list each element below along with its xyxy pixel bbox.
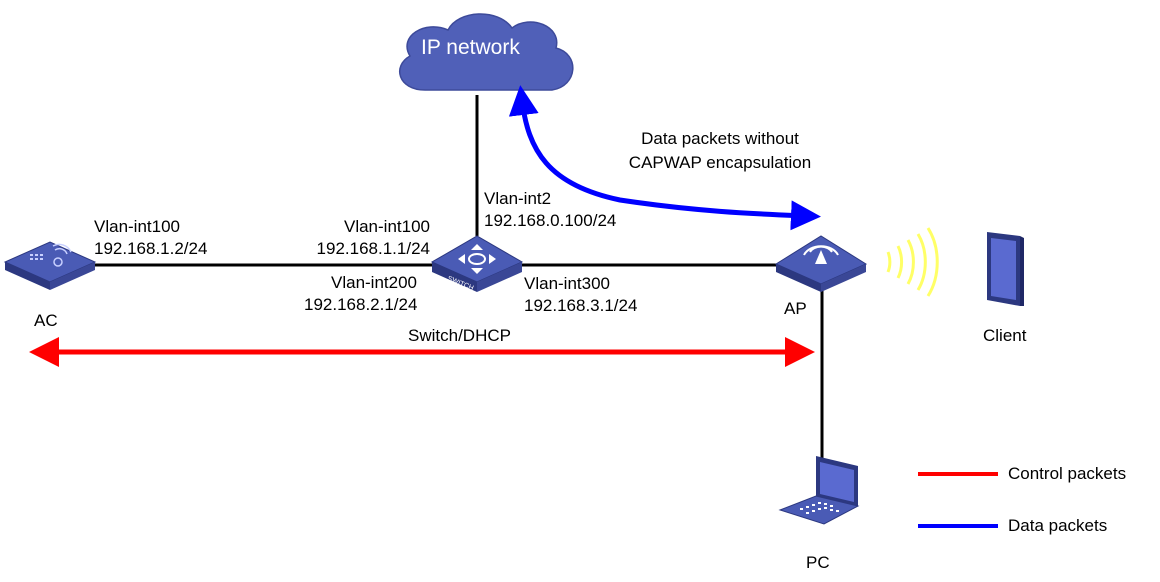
ap-label: AP: [784, 299, 807, 318]
cloud-label: IP network: [421, 36, 520, 59]
access-point-icon: [774, 235, 868, 292]
pc-label: PC: [806, 553, 830, 572]
ac-label: AC: [34, 311, 58, 330]
laptop-icon: [778, 456, 860, 525]
switch-vlan200-name: Vlan-int200: [331, 273, 418, 292]
data-packets-arrow: [508, 85, 821, 231]
annotation-line1: Data packets without: [641, 129, 799, 148]
ac-interface-ip: 192.168.1.2/24: [94, 239, 208, 258]
wireless-signal-icon: [886, 227, 939, 297]
wireless-controller-icon: [3, 241, 97, 290]
switch-vlan2-name: Vlan-int2: [484, 189, 552, 208]
mobile-client-icon: [987, 232, 1024, 306]
client-label: Client: [983, 326, 1027, 345]
legend-data-label: Data packets: [1008, 516, 1108, 535]
legend-control-label: Control packets: [1008, 464, 1127, 483]
annotation-line2: CAPWAP encapsulation: [628, 153, 812, 172]
l3-switch-icon: SWITCH: [430, 235, 524, 292]
switch-vlan300-ip: 192.168.3.1/24: [524, 296, 638, 315]
ac-interface-name: Vlan-int100: [94, 217, 181, 236]
switch-vlan200-ip: 192.168.2.1/24: [304, 295, 418, 314]
ip-network-cloud: [399, 13, 574, 91]
switch-vlan100-name: Vlan-int100: [343, 217, 430, 236]
switch-vlan300-name: Vlan-int300: [524, 274, 611, 293]
switch-vlan100-ip: 192.168.1.1/24: [316, 239, 430, 258]
switch-vlan2-ip: 192.168.0.100/24: [484, 211, 617, 230]
switch-label: Switch/DHCP: [408, 326, 511, 345]
